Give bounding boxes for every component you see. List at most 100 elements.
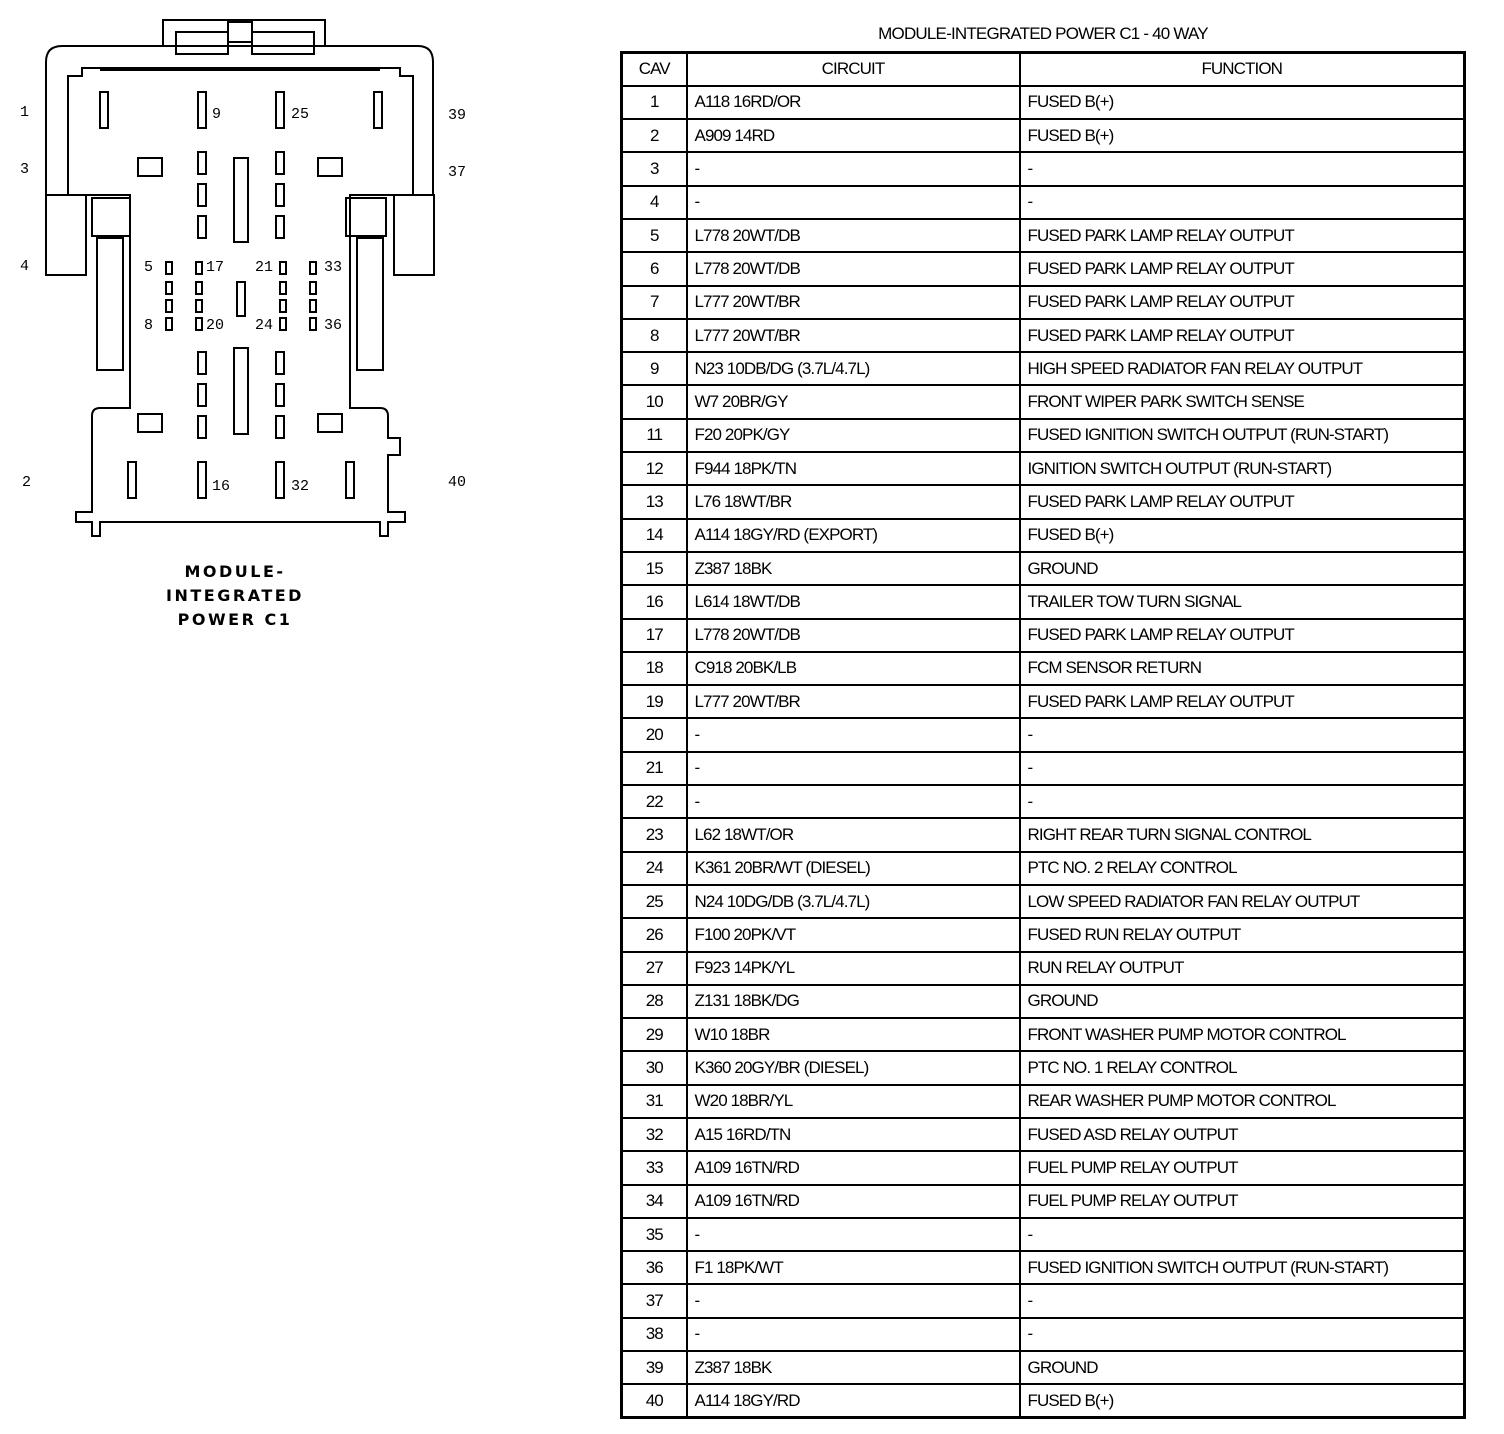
- circuit-cell: -: [685, 151, 1021, 187]
- caption-line-2: INTEGRATED: [166, 586, 304, 605]
- cavity-label-5: 5: [144, 259, 153, 276]
- function-cell: -: [1018, 1216, 1466, 1253]
- circuit-cell: -: [685, 1216, 1021, 1253]
- cav-cell: 33: [620, 1150, 688, 1186]
- circuit-cell: K361 20BR/WT (DIESEL): [685, 850, 1021, 886]
- cav-cell: 34: [620, 1183, 688, 1219]
- cav-cell: 40: [620, 1383, 688, 1419]
- cav-cell: 37: [620, 1283, 688, 1319]
- function-cell: FUSED B(+): [1018, 84, 1466, 121]
- circuit-cell: L777 20WT/BR: [685, 684, 1021, 720]
- circuit-cell: -: [685, 784, 1021, 820]
- function-cell: LOW SPEED RADIATOR FAN RELAY OUTPUT: [1018, 883, 1466, 920]
- cav-cell: 3: [620, 151, 688, 187]
- function-cell: -: [1018, 1283, 1466, 1319]
- circuit-cell: W10 18BR: [685, 1017, 1021, 1053]
- cavity-label-25: 25: [291, 106, 309, 123]
- function-cell: IGNITION SWITCH OUTPUT (RUN-START): [1018, 451, 1466, 487]
- cav-cell: 19: [620, 684, 688, 720]
- caption-line-3: POWER C1: [177, 610, 293, 629]
- circuit-cell: F1 18PK/WT: [685, 1250, 1021, 1286]
- circuit-cell: -: [685, 717, 1021, 753]
- cav-cell: 1: [620, 84, 688, 121]
- cav-cell: 35: [620, 1216, 688, 1253]
- header-function: FUNCTION: [1018, 51, 1466, 87]
- cavity-label-4: 4: [20, 258, 29, 275]
- cavity-label-3: 3: [20, 161, 29, 178]
- cav-cell: 10: [620, 384, 688, 420]
- cav-cell: 22: [620, 784, 688, 820]
- circuit-cell: A109 16TN/RD: [685, 1150, 1021, 1186]
- circuit-cell: -: [685, 184, 1021, 220]
- function-cell: FUSED PARK LAMP RELAY OUTPUT: [1018, 684, 1466, 720]
- function-cell: FUSED PARK LAMP RELAY OUTPUT: [1018, 251, 1466, 287]
- function-cell: PTC NO. 2 RELAY CONTROL: [1018, 850, 1466, 886]
- cavity-label-9: 9: [212, 106, 221, 123]
- circuit-cell: W7 20BR/GY: [685, 384, 1021, 420]
- function-cell: -: [1018, 151, 1466, 187]
- circuit-cell: A114 18GY/RD: [685, 1383, 1021, 1419]
- cav-cell: 21: [620, 750, 688, 787]
- cavity-label-32: 32: [291, 478, 309, 495]
- circuit-cell: F923 14PK/YL: [685, 950, 1021, 986]
- circuit-cell: C918 20BK/LB: [685, 650, 1021, 687]
- circuit-cell: L777 20WT/BR: [685, 317, 1021, 354]
- function-cell: FUSED ASD RELAY OUTPUT: [1018, 1116, 1466, 1153]
- function-cell: FUSED PARK LAMP RELAY OUTPUT: [1018, 484, 1466, 520]
- cav-cell: 7: [620, 284, 688, 320]
- circuit-cell: L778 20WT/DB: [685, 251, 1021, 287]
- cavity-label-40: 40: [448, 474, 466, 491]
- function-cell: FUSED IGNITION SWITCH OUTPUT (RUN-START): [1018, 417, 1466, 454]
- cavity-label-2: 2: [22, 474, 31, 491]
- function-cell: FUSED B(+): [1018, 1383, 1466, 1419]
- connector-caption: MODULE- INTEGRATED POWER C1: [150, 560, 320, 632]
- cav-cell: 32: [620, 1116, 688, 1153]
- circuit-cell: A909 14RD: [685, 118, 1021, 154]
- cavity-label-16: 16: [212, 478, 230, 495]
- table-row: 4--: [620, 184, 1466, 220]
- table-header-row: CAV CIRCUIT FUNCTION: [620, 51, 1466, 87]
- cav-cell: 26: [620, 917, 688, 953]
- cavity-label-24: 24: [255, 317, 273, 334]
- circuit-cell: L778 20WT/DB: [685, 617, 1021, 653]
- header-circuit: CIRCUIT: [685, 51, 1021, 87]
- circuit-cell: N24 10DG/DB (3.7L/4.7L): [685, 883, 1021, 920]
- function-cell: FRONT WIPER PARK SWITCH SENSE: [1018, 384, 1466, 420]
- function-cell: FUSED B(+): [1018, 517, 1466, 553]
- cav-cell: 39: [620, 1350, 688, 1386]
- function-cell: REAR WASHER PUMP MOTOR CONTROL: [1018, 1083, 1466, 1120]
- cav-cell: 15: [620, 550, 688, 587]
- cav-cell: 29: [620, 1017, 688, 1053]
- caption-line-1: MODULE-: [184, 562, 286, 581]
- circuit-cell: L76 18WT/BR: [685, 484, 1021, 520]
- circuit-cell: W20 18BR/YL: [685, 1083, 1021, 1120]
- function-cell: TRAILER TOW TURN SIGNAL: [1018, 584, 1466, 620]
- cav-cell: 23: [620, 817, 688, 853]
- cav-cell: 30: [620, 1050, 688, 1086]
- cav-cell: 18: [620, 650, 688, 687]
- function-cell: RIGHT REAR TURN SIGNAL CONTROL: [1018, 817, 1466, 853]
- cav-cell: 25: [620, 883, 688, 920]
- circuit-cell: -: [685, 1316, 1021, 1353]
- function-cell: PTC NO. 1 RELAY CONTROL: [1018, 1050, 1466, 1086]
- function-cell: FUEL PUMP RELAY OUTPUT: [1018, 1183, 1466, 1219]
- function-cell: FUSED IGNITION SWITCH OUTPUT (RUN-START): [1018, 1250, 1466, 1286]
- cav-cell: 28: [620, 983, 688, 1020]
